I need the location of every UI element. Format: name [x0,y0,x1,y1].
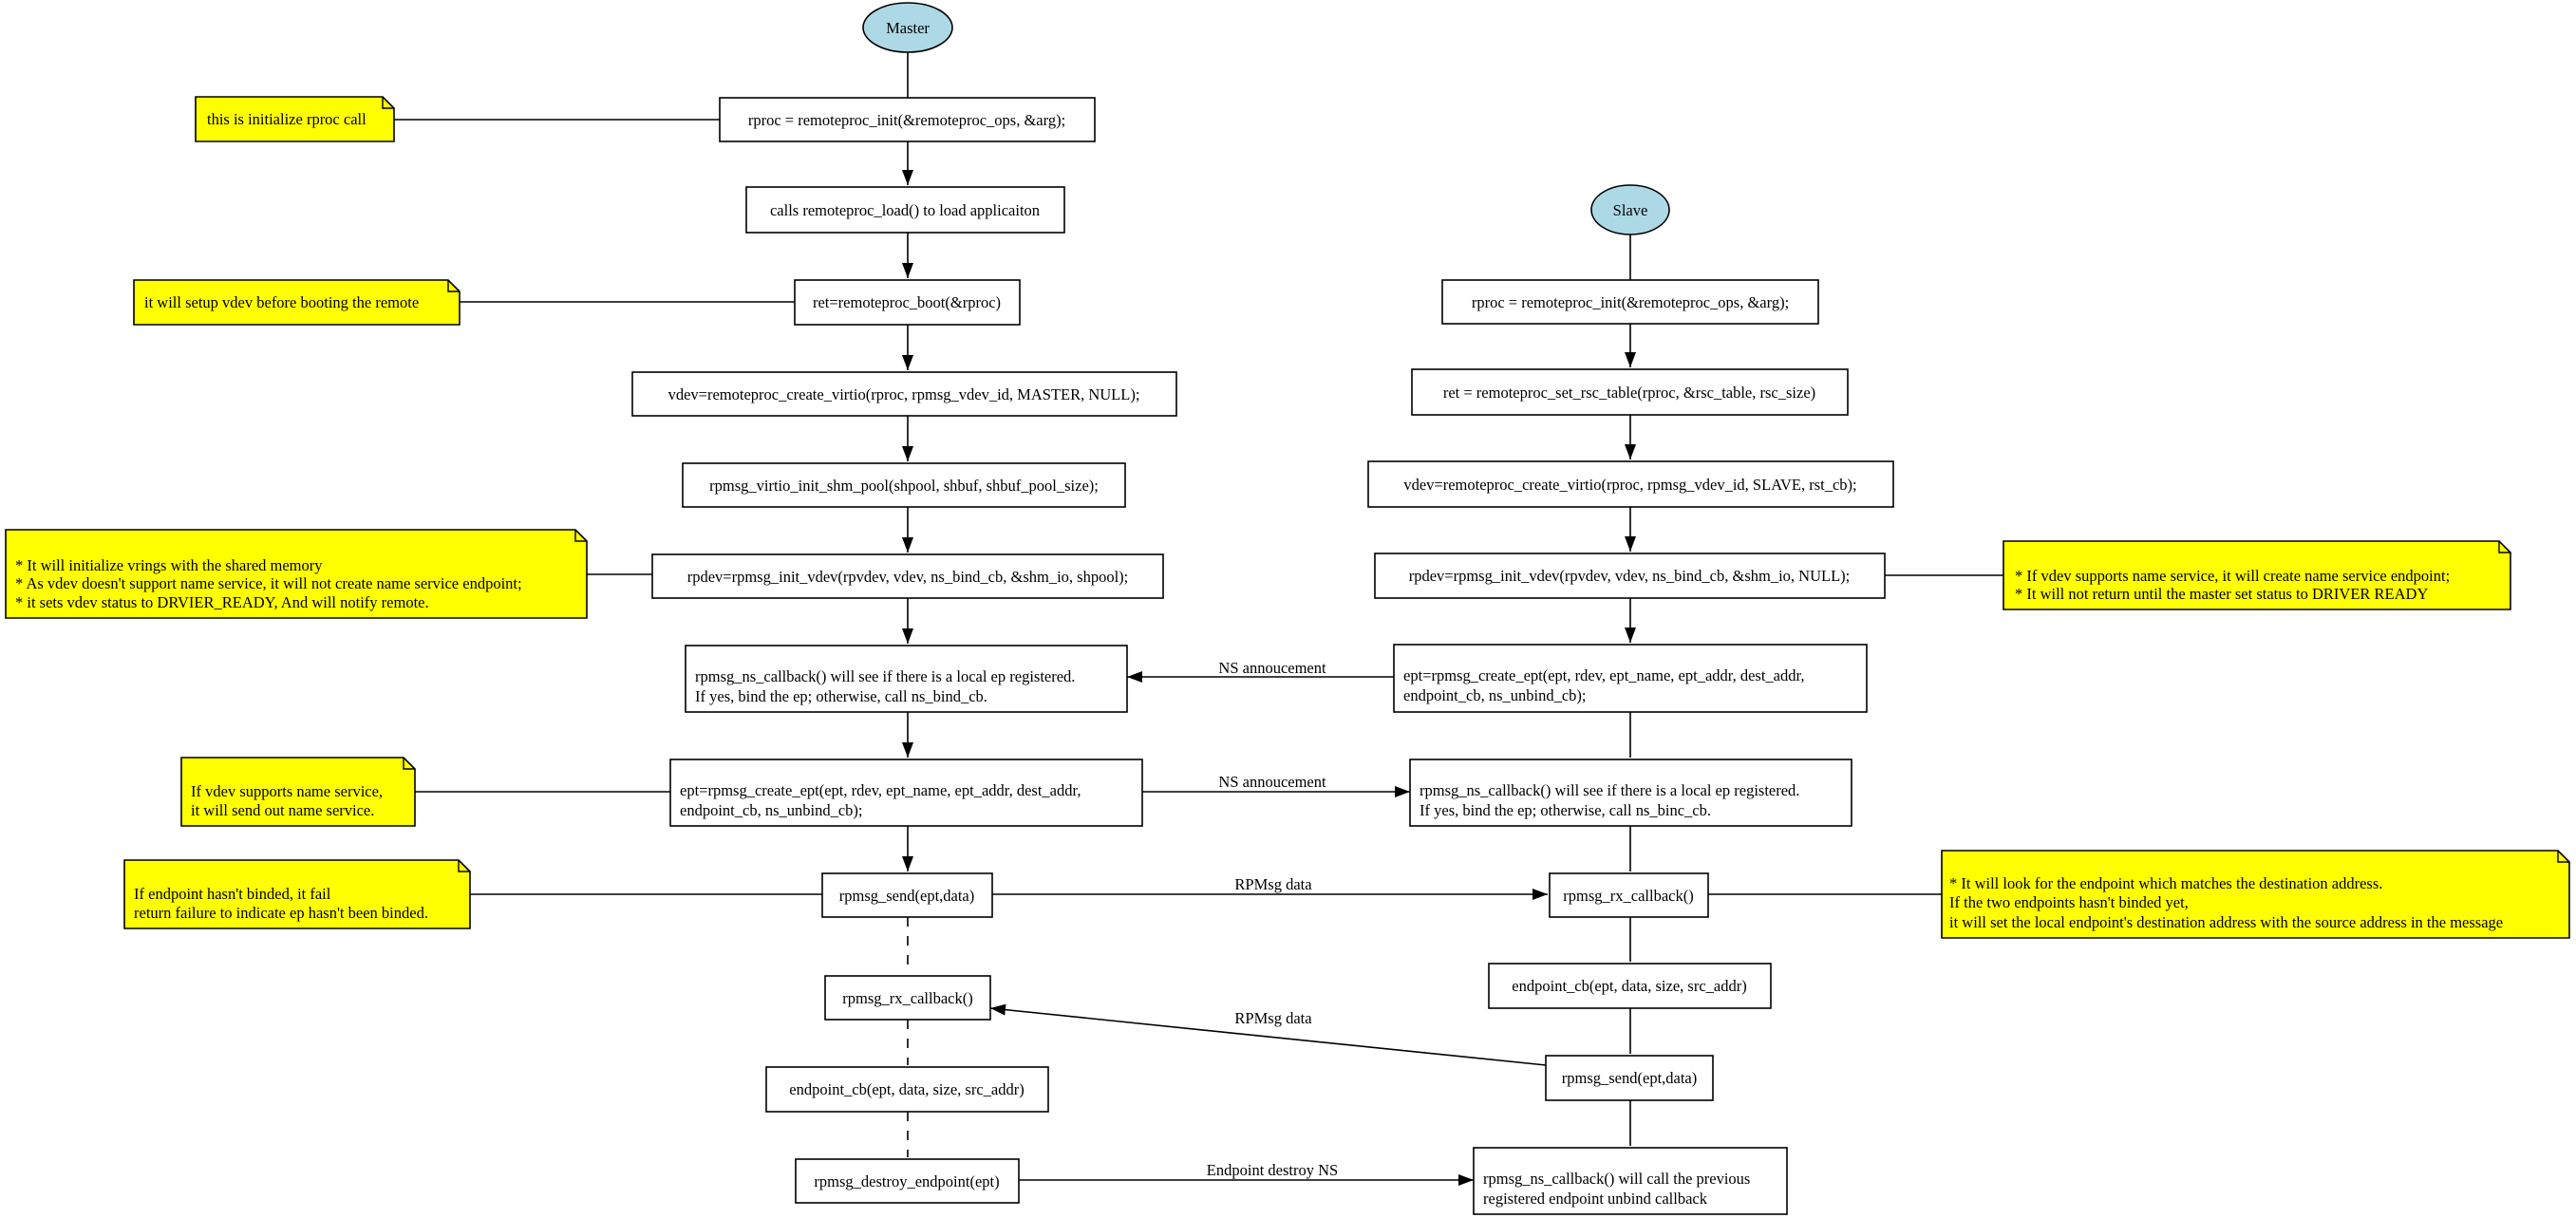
svg-text:rpmsg_ns_callback() will call: rpmsg_ns_callback() will call the previo… [1483,1170,1750,1188]
master-step-init: rproc = remoteproc_init(&remoteproc_ops,… [719,97,1096,142]
edges [394,52,2003,1186]
svg-text:ept=rpmsg_create_ept(ept, rdev: ept=rpmsg_create_ept(ept, rdev, ept_name… [1403,666,1804,684]
actor-master-ellipse [862,2,953,53]
actor-slave-ellipse [1590,184,1670,235]
note-send-fail: If endpoint hasn't binded, it fail retur… [123,859,471,929]
svg-text:* It will not return until the: * It will not return until the master se… [2015,585,2428,603]
svg-text:it will set the local endpoint: it will set the local endpoint's destina… [1949,913,2503,931]
note-name-service: If vdev supports name service, it will s… [180,757,416,827]
master-step-send: rpmsg_send(ept,data) [821,872,993,918]
svg-text:If yes, bind the ep; otherwise: If yes, bind the ep; otherwise, call ns_… [1420,801,1711,819]
label-rpmsg-data-2: RPMsg data [1234,1009,1312,1027]
edge-rpmsg-data-slave-to-master [989,1003,1547,1066]
svg-text:If vdev supports name service,: If vdev supports name service, [191,782,383,800]
svg-text:* If vdev supports name servic: * If vdev supports name service, it will… [2015,567,2450,585]
svg-text:* It will initialize vrings wi: * It will initialize vrings with the sha… [15,556,323,574]
master-step-rx-callback: rpmsg_rx_callback() [824,975,991,1021]
master-steps: rproc = remoteproc_init(&remoteproc_ops,… [631,97,1177,1204]
svg-text:ret = remoteproc_set_rsc_table: ret = remoteproc_set_rsc_table(rproc, &r… [1443,384,1815,402]
master-step-destroy: rpmsg_destroy_endpoint(ept) [795,1158,1020,1204]
note-rx-lookup: * It will look for the endpoint which ma… [1941,850,2570,939]
svg-text:rpmsg_virtio_init_shm_pool(shp: rpmsg_virtio_init_shm_pool(shpool, shbuf… [709,477,1099,495]
note-init-rproc: this is initialize rproc call [195,96,395,142]
svg-text:registered endpoint unbind cal: registered endpoint unbind callback [1483,1190,1708,1208]
master-step-shm-pool: rpmsg_virtio_init_shm_pool(shpool, shbuf… [682,462,1126,508]
svg-text:If the two endpoints hasn't bi: If the two endpoints hasn't binded yet, [1949,893,2189,911]
svg-text:rpmsg_rx_callback(): rpmsg_rx_callback() [1563,887,1693,905]
svg-text:it will send out name service.: it will send out name service. [191,801,374,819]
actor-master-label: Master [886,19,930,37]
svg-text:rpdev=rpmsg_init_vdev(rpvdev,: rpdev=rpmsg_init_vdev(rpvdev, vdev, ns_b… [687,568,1129,586]
slave-step-init-vdev: rpdev=rpmsg_init_vdev(rpvdev, vdev, ns_b… [1374,553,1886,599]
svg-text:rproc = remoteproc_init(&remot: rproc = remoteproc_init(&remoteproc_ops,… [1472,293,1789,311]
label-rpmsg-data-1: RPMsg data [1234,875,1312,893]
edge-labels: NS annoucement NS annoucement RPMsg data… [1207,659,1338,1179]
svg-text:rproc = remoteproc_init(&remot: rproc = remoteproc_init(&remoteproc_ops,… [748,111,1065,129]
svg-text:rpmsg_send(ept,data): rpmsg_send(ept,data) [839,887,975,905]
slave-step-create-virtio: vdev=remoteproc_create_virtio(rproc, rpm… [1367,460,1894,508]
svg-text:endpoint_cb(ept, data, size, s: endpoint_cb(ept, data, size, src_addr) [1512,977,1746,995]
svg-text:* it sets vdev status to DRVIE: * it sets vdev status to DRVIER_READY, A… [15,593,429,611]
slave-step-ns-callback: rpmsg_ns_callback() will see if there is… [1409,759,1852,827]
master-step-create-virtio: vdev=remoteproc_create_virtio(rproc, rpm… [631,371,1177,417]
svg-text:ept=rpmsg_create_ept(ept, rdev: ept=rpmsg_create_ept(ept, rdev, ept_name… [680,781,1081,799]
slave-step-init: rproc = remoteproc_init(&remoteproc_ops,… [1441,279,1819,325]
master-step-init-vdev: rpdev=rpmsg_init_vdev(rpvdev, vdev, ns_b… [651,553,1164,599]
svg-text:rpmsg_ns_callback() will see i: rpmsg_ns_callback() will see if there is… [695,667,1075,685]
master-step-load: calls remoteproc_load() to load applicai… [745,186,1065,234]
actor-slave: Slave [1590,184,1670,235]
master-step-boot: ret=remoteproc_boot(&rproc) [794,279,1021,326]
master-step-ns-callback: rpmsg_ns_callback() will see if there is… [685,645,1128,713]
master-step-endpoint-cb: endpoint_cb(ept, data, size, src_addr) [765,1066,1049,1113]
slave-step-set-rsc-table: ret = remoteproc_set_rsc_table(rproc, &r… [1411,368,1849,416]
slave-step-send: rpmsg_send(ept,data) [1545,1055,1714,1101]
slave-step-rx-callback: rpmsg_rx_callback() [1549,872,1709,918]
svg-text:rpmsg_send(ept,data): rpmsg_send(ept,data) [1562,1069,1698,1087]
svg-text:endpoint_cb, ns_unbind_cb);: endpoint_cb, ns_unbind_cb); [680,801,862,819]
svg-text:calls remoteproc_load() to loa: calls remoteproc_load() to load applicai… [770,201,1040,219]
slave-step-endpoint-cb: endpoint_cb(ept, data, size, src_addr) [1488,963,1772,1009]
svg-text:* As vdev doesn't support name: * As vdev doesn't support name service, … [15,574,522,592]
master-step-create-ept: ept=rpmsg_create_ept(ept, rdev, ept_name… [669,759,1143,827]
slave-steps: rproc = remoteproc_init(&remoteproc_ops,… [1367,279,1894,1215]
svg-text:vdev=remoteproc_create_virtio(: vdev=remoteproc_create_virtio(rproc, rpm… [1403,476,1856,494]
svg-text:this is initialize rproc call: this is initialize rproc call [207,110,367,128]
svg-text:return failure to indicate ep: return failure to indicate ep hasn't bee… [134,904,428,922]
svg-text:it will setup vdev before boot: it will setup vdev before booting the re… [144,293,419,311]
label-endpoint-destroy: Endpoint destroy NS [1207,1161,1338,1179]
svg-text:rpmsg_destroy_endpoint(ept): rpmsg_destroy_endpoint(ept) [814,1172,999,1190]
svg-text:If yes, bind the ep; otherwise: If yes, bind the ep; otherwise, call ns_… [695,687,987,705]
label-ns-announce-1: NS annoucement [1218,659,1326,677]
label-ns-announce-2: NS annoucement [1218,773,1326,791]
svg-text:rpdev=rpmsg_init_vdev(rpvdev,: rpdev=rpmsg_init_vdev(rpvdev, vdev, ns_b… [1409,567,1851,585]
svg-text:rpmsg_ns_callback() will see i: rpmsg_ns_callback() will see if there is… [1420,781,1799,799]
note-slave-init-vdev: * If vdev supports name service, it will… [2003,540,2511,610]
svg-text:If endpoint hasn't binded, it: If endpoint hasn't binded, it fail [134,885,331,903]
svg-text:vdev=remoteproc_create_virtio(: vdev=remoteproc_create_virtio(rproc, rpm… [668,385,1140,403]
svg-text:* It will look for the endpoin: * It will look for the endpoint which ma… [1949,874,2382,892]
slave-step-create-ept: ept=rpmsg_create_ept(ept, rdev, ept_name… [1393,644,1868,713]
note-setup-vdev: it will setup vdev before booting the re… [133,279,461,326]
notes: this is initialize rproc call it will se… [5,96,2570,939]
slave-step-ns-unbind-callback: rpmsg_ns_callback() will call the previo… [1473,1147,1788,1215]
actor-master: Master [862,2,953,53]
actor-slave-label: Slave [1613,201,1648,219]
svg-text:rpmsg_rx_callback(): rpmsg_rx_callback() [842,989,972,1007]
svg-text:ret=remoteproc_boot(&rproc): ret=remoteproc_boot(&rproc) [813,293,1001,311]
svg-text:endpoint_cb(ept, data, size, s: endpoint_cb(ept, data, size, src_addr) [789,1080,1024,1098]
note-master-init-vdev: * It will initialize vrings with the sha… [5,529,588,619]
svg-text:endpoint_cb, ns_unbind_cb);: endpoint_cb, ns_unbind_cb); [1403,686,1586,704]
